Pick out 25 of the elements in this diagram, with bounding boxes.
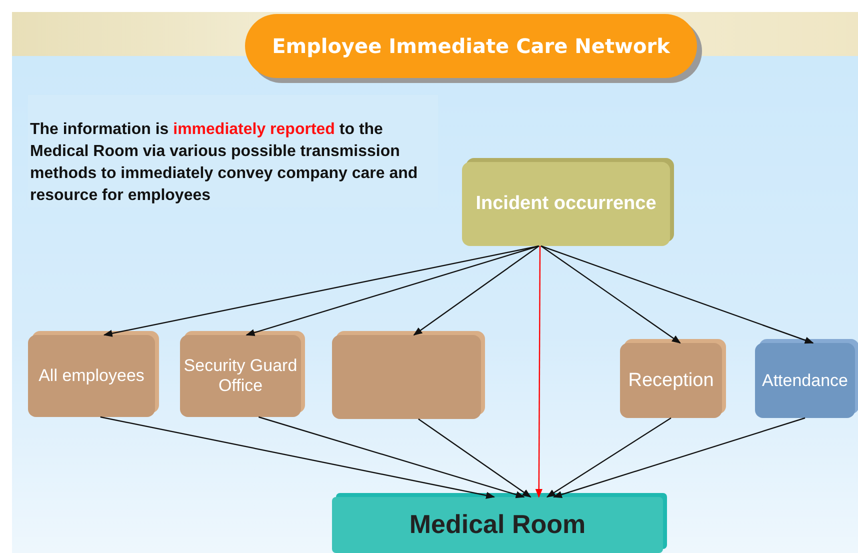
arrow: [246, 245, 540, 336]
node-label: Incident occurrence: [476, 193, 656, 215]
arrow: [540, 245, 814, 344]
node-label: Security Guard Office: [182, 356, 298, 396]
arrow: [540, 246, 681, 344]
process-box: [332, 497, 663, 553]
node-label: Reception: [628, 370, 714, 392]
node-label: All employees: [38, 366, 144, 386]
arrow: [418, 418, 532, 498]
node-label: Attendance: [762, 370, 848, 390]
arrow: [103, 245, 540, 337]
process-box: [620, 343, 722, 418]
process-box: [28, 335, 155, 417]
arrow: [258, 416, 525, 498]
process-box: [462, 162, 670, 246]
arrow: [552, 417, 806, 498]
arrow: [413, 246, 540, 336]
arrow: [535, 246, 542, 498]
process-box: [180, 335, 301, 417]
arrow: [100, 416, 496, 499]
node-label: Medical Room: [409, 509, 586, 540]
blank-box: [332, 335, 481, 419]
process-box: [755, 343, 855, 418]
title-banner: Employee Immediate Care Network: [245, 14, 697, 78]
arrow: [546, 418, 672, 498]
